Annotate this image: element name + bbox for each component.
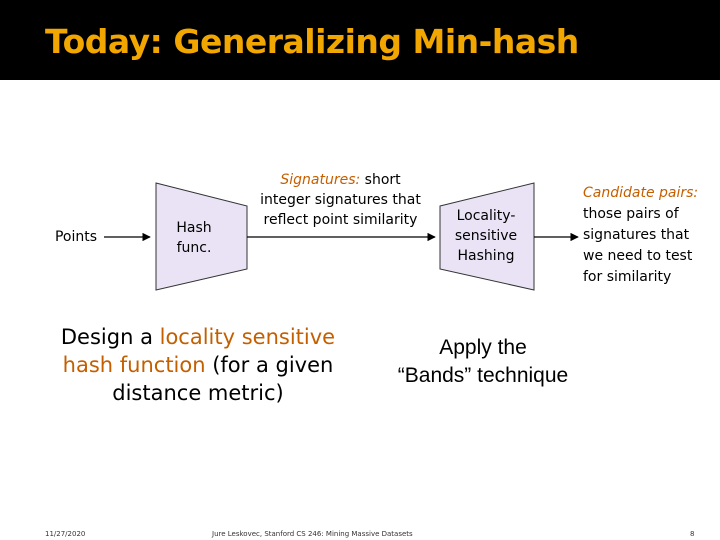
- candidates-line2: signatures that: [583, 227, 690, 243]
- signatures-line1: Signatures: short: [248, 170, 433, 190]
- design-lsh-text: Design a locality sensitive hash functio…: [28, 323, 368, 407]
- bands-technique-text: Apply the “Bands” technique: [368, 334, 598, 390]
- page-number: 8: [690, 530, 695, 538]
- signatures-text-2: integer signatures that: [260, 192, 421, 208]
- footer-credit: Jure Leskovec, Stanford CS 246: Mining M…: [212, 530, 413, 538]
- signatures-heading: Signatures:: [280, 172, 361, 188]
- candidates-line1: those pairs of: [583, 206, 679, 222]
- footer-date: 11/27/2020: [45, 530, 86, 538]
- bands-line2: “Bands” technique: [397, 364, 569, 387]
- design-highlight-lsh: locality sensitive: [159, 325, 336, 349]
- design-line1: Design a locality sensitive: [28, 323, 368, 351]
- candidates-line3: we need to test: [583, 248, 693, 264]
- candidate-pairs-heading: Candidate pairs:: [583, 185, 699, 201]
- lsh-line1: Locality-: [456, 208, 516, 224]
- design-line3: distance metric): [112, 381, 284, 405]
- candidates-line4: for similarity: [583, 269, 672, 285]
- design-line2-rest: (for a given: [205, 353, 334, 377]
- slide-title: Today: Generalizing Min-hash: [45, 22, 579, 61]
- hash-function-shape: [155, 182, 248, 291]
- design-prefix: Design a: [60, 325, 160, 349]
- candidate-pairs-description: Candidate pairs: those pairs of signatur…: [583, 183, 718, 288]
- diagram-arrows: [104, 182, 579, 291]
- lsh-label: Locality- sensitive Hashing: [442, 206, 530, 266]
- title-bar: Today: Generalizing Min-hash: [0, 0, 720, 80]
- lsh-shape: [439, 182, 535, 291]
- hash-label-line1: Hash: [176, 220, 212, 236]
- hash-label-line2: func.: [176, 240, 212, 256]
- lsh-line2: sensitive: [454, 228, 518, 244]
- signatures-text-3: reflect point similarity: [263, 212, 418, 228]
- design-highlight-hash: hash function: [62, 353, 206, 377]
- lsh-line3: Hashing: [457, 248, 515, 264]
- bands-line1: Apply the: [439, 336, 527, 359]
- signatures-text-1: short: [364, 172, 401, 188]
- hash-function-label: Hash func.: [158, 218, 230, 258]
- pipeline-diagram: Points Hash func. Signatures: short inte…: [0, 80, 720, 330]
- points-label: Points: [54, 229, 98, 245]
- design-line2: hash function (for a given: [28, 351, 368, 379]
- signatures-description: Signatures: short integer signatures tha…: [248, 170, 433, 230]
